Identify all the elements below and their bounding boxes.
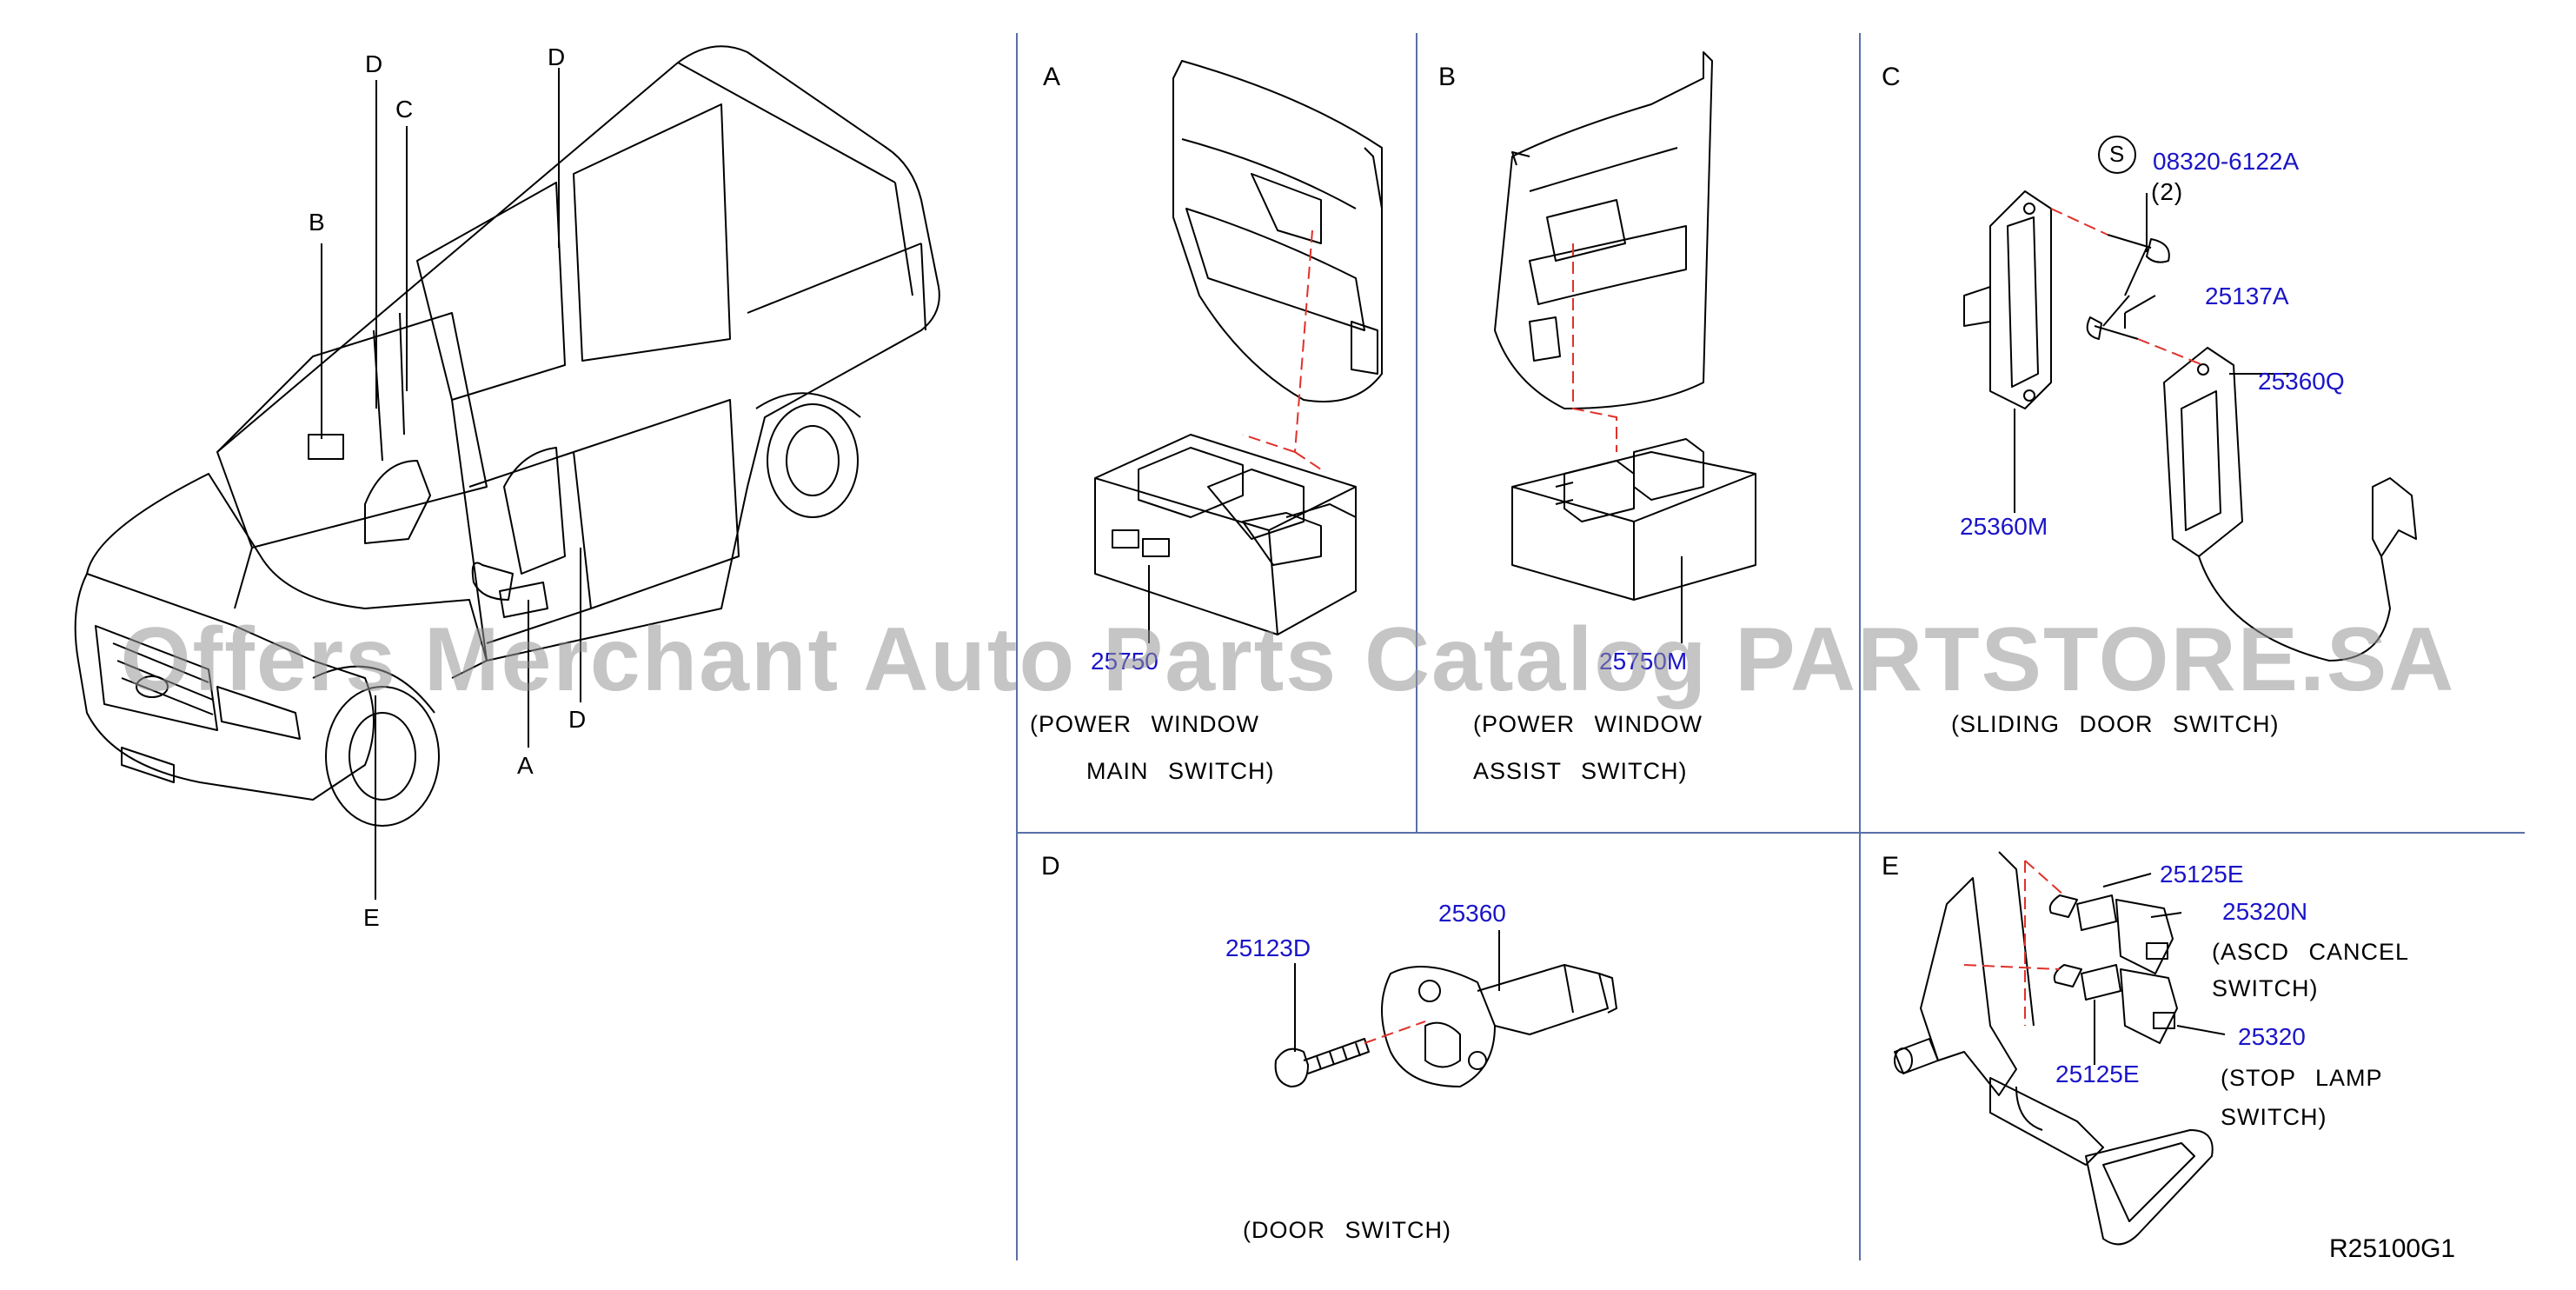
panel-d-letter: D bbox=[1041, 852, 1060, 881]
panel-b-artwork bbox=[1494, 51, 1756, 601]
stop-lamp-caption-line1: (STOP LAMP bbox=[2221, 1065, 2383, 1091]
van-illustration bbox=[74, 45, 940, 827]
ascd-caption-line1: (ASCD CANCEL bbox=[2212, 939, 2410, 965]
panel-c-letter: C bbox=[1882, 63, 1901, 91]
part-number-25750m: 25750M bbox=[1599, 648, 1688, 675]
part-number-08320-6122a: 08320-6122A bbox=[2153, 148, 2300, 175]
panel-grid bbox=[1016, 33, 2525, 1260]
part-number-25750: 25750 bbox=[1091, 648, 1159, 675]
part-number-25123d: 25123D bbox=[1225, 934, 1311, 961]
callout-c: C bbox=[395, 96, 415, 123]
screw-symbol: S bbox=[2109, 141, 2126, 167]
panel-c-artwork bbox=[1963, 190, 2417, 662]
panel-d-leaders bbox=[1364, 1021, 1426, 1044]
callout-e: E bbox=[363, 904, 381, 931]
panel-a-caption-line2: MAIN SWITCH) bbox=[1086, 758, 1275, 784]
panel-c-leaders bbox=[2050, 208, 2204, 366]
panel-e-leaders bbox=[1963, 860, 2065, 1026]
panel-e-artwork bbox=[1894, 851, 2214, 1246]
panel-a-caption-line1: (POWER WINDOW bbox=[1030, 711, 1259, 737]
callout-b: B bbox=[309, 209, 326, 236]
panel-a-leaders bbox=[1242, 229, 1322, 470]
panel-c-caption: (SLIDING DOOR SWITCH) bbox=[1951, 711, 2280, 737]
drawing-code: R25100G1 bbox=[2329, 1234, 2456, 1263]
overview-leaders bbox=[321, 68, 581, 900]
screw-quantity: (2) bbox=[2151, 178, 2184, 205]
part-number-25360m: 25360M bbox=[1960, 513, 2048, 540]
panel-b-caption-line1: (POWER WINDOW bbox=[1473, 711, 1703, 737]
part-number-25125e-top: 25125E bbox=[2160, 861, 2244, 888]
part-number-25360: 25360 bbox=[1438, 900, 1506, 927]
ascd-caption-line2: SWITCH) bbox=[2212, 975, 2319, 1001]
panel-b-letter: B bbox=[1438, 63, 1457, 91]
part-number-25320n: 25320N bbox=[2222, 898, 2308, 925]
panel-e-letter: E bbox=[1882, 852, 1900, 881]
part-number-25320: 25320 bbox=[2238, 1023, 2306, 1050]
panel-d-caption: (DOOR SWITCH) bbox=[1243, 1217, 1451, 1243]
part-number-25360q: 25360Q bbox=[2258, 368, 2345, 395]
callout-a: A bbox=[517, 752, 534, 779]
part-number-25125e-bottom: 25125E bbox=[2055, 1061, 2140, 1087]
panel-b-caption-line2: ASSIST SWITCH) bbox=[1473, 758, 1688, 784]
watermark: Offers Merchant Auto Parts Catalog PARTS… bbox=[120, 609, 2456, 710]
callout-d-top-left: D bbox=[365, 50, 384, 77]
panel-a-artwork bbox=[1094, 60, 1383, 635]
part-number-25137a: 25137A bbox=[2205, 283, 2289, 309]
panel-d-artwork bbox=[1274, 964, 1617, 1087]
panel-b-leaders bbox=[1572, 243, 1617, 452]
callout-d-top-right: D bbox=[548, 43, 567, 70]
panel-a-letter: A bbox=[1043, 63, 1061, 91]
callout-d-bottom: D bbox=[568, 706, 588, 733]
stop-lamp-caption-line2: SWITCH) bbox=[2221, 1104, 2327, 1130]
